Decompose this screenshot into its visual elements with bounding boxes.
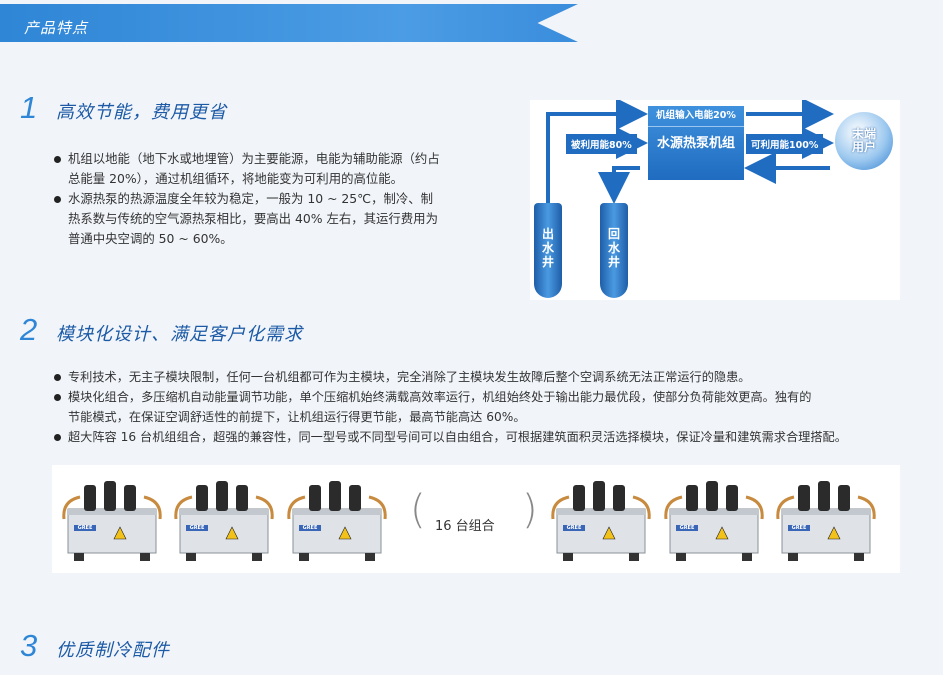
chiller-unit-image: GREE [549,479,653,563]
section-1-heading: 1 高效节能，费用更省 [20,90,227,126]
section-3-heading: 3 优质制冷配件 [20,628,170,664]
section-3-number: 3 [20,628,38,663]
combination-label: 16 台组合 [435,519,495,534]
section-2-bullets: 专利技术，无主子模块限制，任何一台机组都可作为主模块，完全消除了主模块发生故障后… [52,367,922,447]
flow-arrows [546,100,834,204]
section-1-number: 1 [20,90,38,125]
heat-pump-unit-label: 水源热泵机组 [656,136,735,151]
usable-energy-tag: 可利用能100% [746,134,824,154]
section-1-title: 高效节能，费用更省 [56,102,227,123]
input-energy-label: 机组输入电能20% [648,106,744,127]
left-bracket-icon: ( [410,487,426,533]
section-1-bullets: 机组以地能（地下水或地埋管）为主要能源，电能为辅助能源（约占 总能量 20%），… [52,149,492,249]
bullet-item: 模块化组合，多压缩机自动能量调节功能，单个压缩机始终满载高效率运行，机组始终处于… [52,387,922,427]
unit-badge-label: GREE [679,525,695,531]
section-2-title: 模块化设计、满足客户化需求 [56,324,303,345]
unit-badge-label: GREE [791,525,807,531]
bullet-item: 机组以地能（地下水或地埋管）为主要能源，电能为辅助能源（约占 总能量 20%），… [52,149,492,189]
used-energy-tag: 被利用能80% [566,134,637,154]
end-user-icon: 末端 用户 [835,112,893,170]
section-banner: 产品特点 [0,4,578,42]
heat-pump-unit-box: 机组输入电能20% 水源热泵机组 [648,106,744,180]
unit-badge-label: GREE [77,525,93,531]
unit-badge-label: GREE [189,525,205,531]
bullet-item: 专利技术，无主子模块限制，任何一台机组都可作为主模块，完全消除了主模块发生故障后… [52,367,922,387]
bullet-item: 水源热泵的热源温度全年较为稳定，一般为 10 ~ 25℃，制冷、制 热系数与传统… [52,189,492,249]
chiller-unit-image: GREE [172,479,276,563]
banner-title: 产品特点 [24,19,89,37]
right-bracket-icon: ) [522,487,538,533]
return-well: 回 水 井 [600,203,628,298]
outlet-well: 出 水 井 [534,203,562,298]
chiller-unit-image: GREE [285,479,389,563]
unit-badge-label: GREE [566,525,582,531]
module-combination-strip: ( 16 台组合 ) GREE GREE GREE GREE GREE GREE [52,465,900,573]
section-3-title: 优质制冷配件 [56,640,170,661]
unit-badge-label: GREE [302,525,318,531]
chiller-unit-image: GREE [662,479,766,563]
bullet-item: 超大阵容 16 台机组组合，超强的兼容性，同一型号或不同型号间可以自由组合，可根… [52,427,922,447]
chiller-unit-image: GREE [60,479,164,563]
section-2-number: 2 [20,312,38,347]
energy-flow-diagram: 机组输入电能20% 水源热泵机组 被利用能80% 可利用能100% 末端 用户 … [530,100,900,300]
chiller-unit-image: GREE [774,479,878,563]
section-2-heading: 2 模块化设计、满足客户化需求 [20,312,303,348]
